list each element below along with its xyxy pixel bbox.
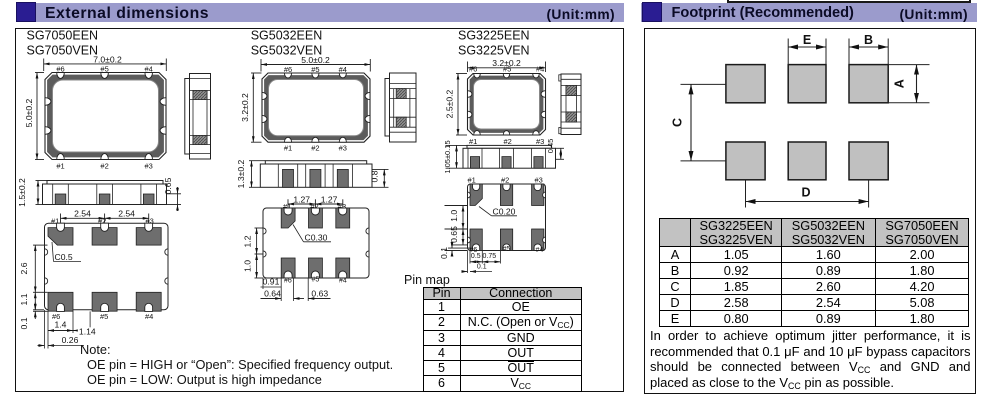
svg-text:1.1: 1.1 — [19, 293, 29, 305]
svg-text:D: D — [801, 186, 810, 200]
svg-text:7.0±0.2: 7.0±0.2 — [93, 54, 122, 64]
svg-text:#6: #6 — [284, 278, 292, 285]
svg-text:#6: #6 — [469, 65, 477, 74]
svg-text:1.27: 1.27 — [293, 194, 310, 204]
svg-text:#3: #3 — [145, 162, 153, 171]
svg-text:#3: #3 — [339, 143, 347, 152]
svg-text:#2: #2 — [504, 137, 512, 146]
svg-text:#6: #6 — [52, 312, 60, 321]
svg-text:0.64: 0.64 — [264, 289, 281, 299]
svg-text:C0.20: C0.20 — [493, 206, 516, 216]
svg-text:0.8: 0.8 — [369, 170, 379, 182]
svg-text:#2: #2 — [310, 202, 318, 211]
svg-text:SG7050VEN: SG7050VEN — [27, 44, 99, 58]
svg-text:1.2: 1.2 — [243, 235, 253, 247]
svg-text:3.2±0.2: 3.2±0.2 — [492, 58, 521, 68]
svg-text:0.63: 0.63 — [311, 289, 328, 299]
svg-text:#5: #5 — [100, 64, 108, 73]
svg-text:E: E — [803, 33, 811, 47]
svg-text:SG3225VEN: SG3225VEN — [458, 44, 530, 58]
svg-text:SG7050EEN: SG7050EEN — [27, 29, 99, 43]
svg-text:C: C — [671, 118, 685, 127]
svg-text:1.0: 1.0 — [243, 260, 253, 272]
svg-text:#1: #1 — [469, 137, 477, 146]
svg-text:#1: #1 — [56, 162, 64, 171]
svg-text:2.6: 2.6 — [19, 262, 29, 274]
svg-text:1.0: 1.0 — [449, 210, 459, 222]
svg-text:0.65: 0.65 — [163, 177, 173, 194]
svg-text:#3: #3 — [146, 216, 154, 225]
svg-text:#5: #5 — [100, 312, 108, 321]
svg-text:#4: #4 — [536, 65, 544, 74]
svg-text:1.05±0.15: 1.05±0.15 — [443, 140, 452, 173]
svg-text:SG5032VEN: SG5032VEN — [251, 44, 323, 58]
svg-text:0.5: 0.5 — [471, 253, 481, 260]
svg-text:#5: #5 — [503, 246, 511, 253]
svg-text:5.0±0.2: 5.0±0.2 — [301, 55, 330, 65]
svg-text:#3: #3 — [338, 202, 346, 211]
svg-text:#2: #2 — [100, 162, 108, 171]
svg-text:2.5±0.2: 2.5±0.2 — [444, 89, 454, 118]
svg-text:B: B — [864, 33, 873, 47]
svg-text:#1: #1 — [51, 216, 59, 225]
svg-text:#4: #4 — [339, 278, 347, 285]
svg-text:1.14: 1.14 — [79, 326, 96, 336]
svg-text:0.1: 0.1 — [439, 247, 449, 259]
svg-text:#2: #2 — [98, 216, 106, 225]
svg-text:#4: #4 — [145, 312, 153, 321]
svg-text:2.54: 2.54 — [118, 209, 135, 219]
svg-text:0.45: 0.45 — [546, 139, 555, 154]
svg-text:0.1: 0.1 — [19, 317, 29, 329]
svg-text:SG3225EEN: SG3225EEN — [458, 29, 530, 43]
svg-text:#4: #4 — [339, 65, 347, 74]
svg-text:5.0±0.2: 5.0±0.2 — [24, 98, 34, 127]
svg-text:C0.5: C0.5 — [55, 252, 73, 262]
svg-text:1.3±0.2: 1.3±0.2 — [236, 159, 246, 188]
svg-text:#1: #1 — [283, 202, 291, 211]
svg-text:SG5032EEN: SG5032EEN — [251, 29, 323, 43]
svg-text:#3: #3 — [535, 175, 543, 184]
svg-text:1.4: 1.4 — [55, 320, 67, 330]
svg-text:#3: #3 — [536, 137, 544, 146]
svg-text:1.27: 1.27 — [321, 194, 338, 204]
svg-text:1.5±0.2: 1.5±0.2 — [17, 178, 27, 207]
svg-text:#1: #1 — [468, 175, 476, 184]
svg-text:2.54: 2.54 — [74, 209, 91, 219]
svg-text:#5: #5 — [311, 65, 319, 74]
svg-text:C0.30: C0.30 — [305, 232, 328, 242]
svg-text:A: A — [893, 79, 907, 88]
svg-text:#2: #2 — [501, 175, 509, 184]
svg-text:#1: #1 — [284, 143, 292, 152]
svg-text:0.1: 0.1 — [477, 264, 487, 271]
svg-text:#4: #4 — [145, 64, 153, 73]
svg-text:#5: #5 — [312, 277, 320, 284]
svg-text:#4: #4 — [536, 247, 544, 254]
svg-text:3.2±0.2: 3.2±0.2 — [240, 93, 250, 122]
svg-text:#6: #6 — [56, 64, 64, 73]
svg-text:0.75: 0.75 — [482, 253, 496, 260]
svg-text:#6: #6 — [470, 247, 478, 254]
svg-text:#2: #2 — [311, 143, 319, 152]
svg-text:#6: #6 — [284, 65, 292, 74]
svg-text:0.26: 0.26 — [62, 335, 79, 345]
svg-text:0.91: 0.91 — [263, 277, 280, 287]
svg-text:0.65: 0.65 — [449, 226, 459, 243]
